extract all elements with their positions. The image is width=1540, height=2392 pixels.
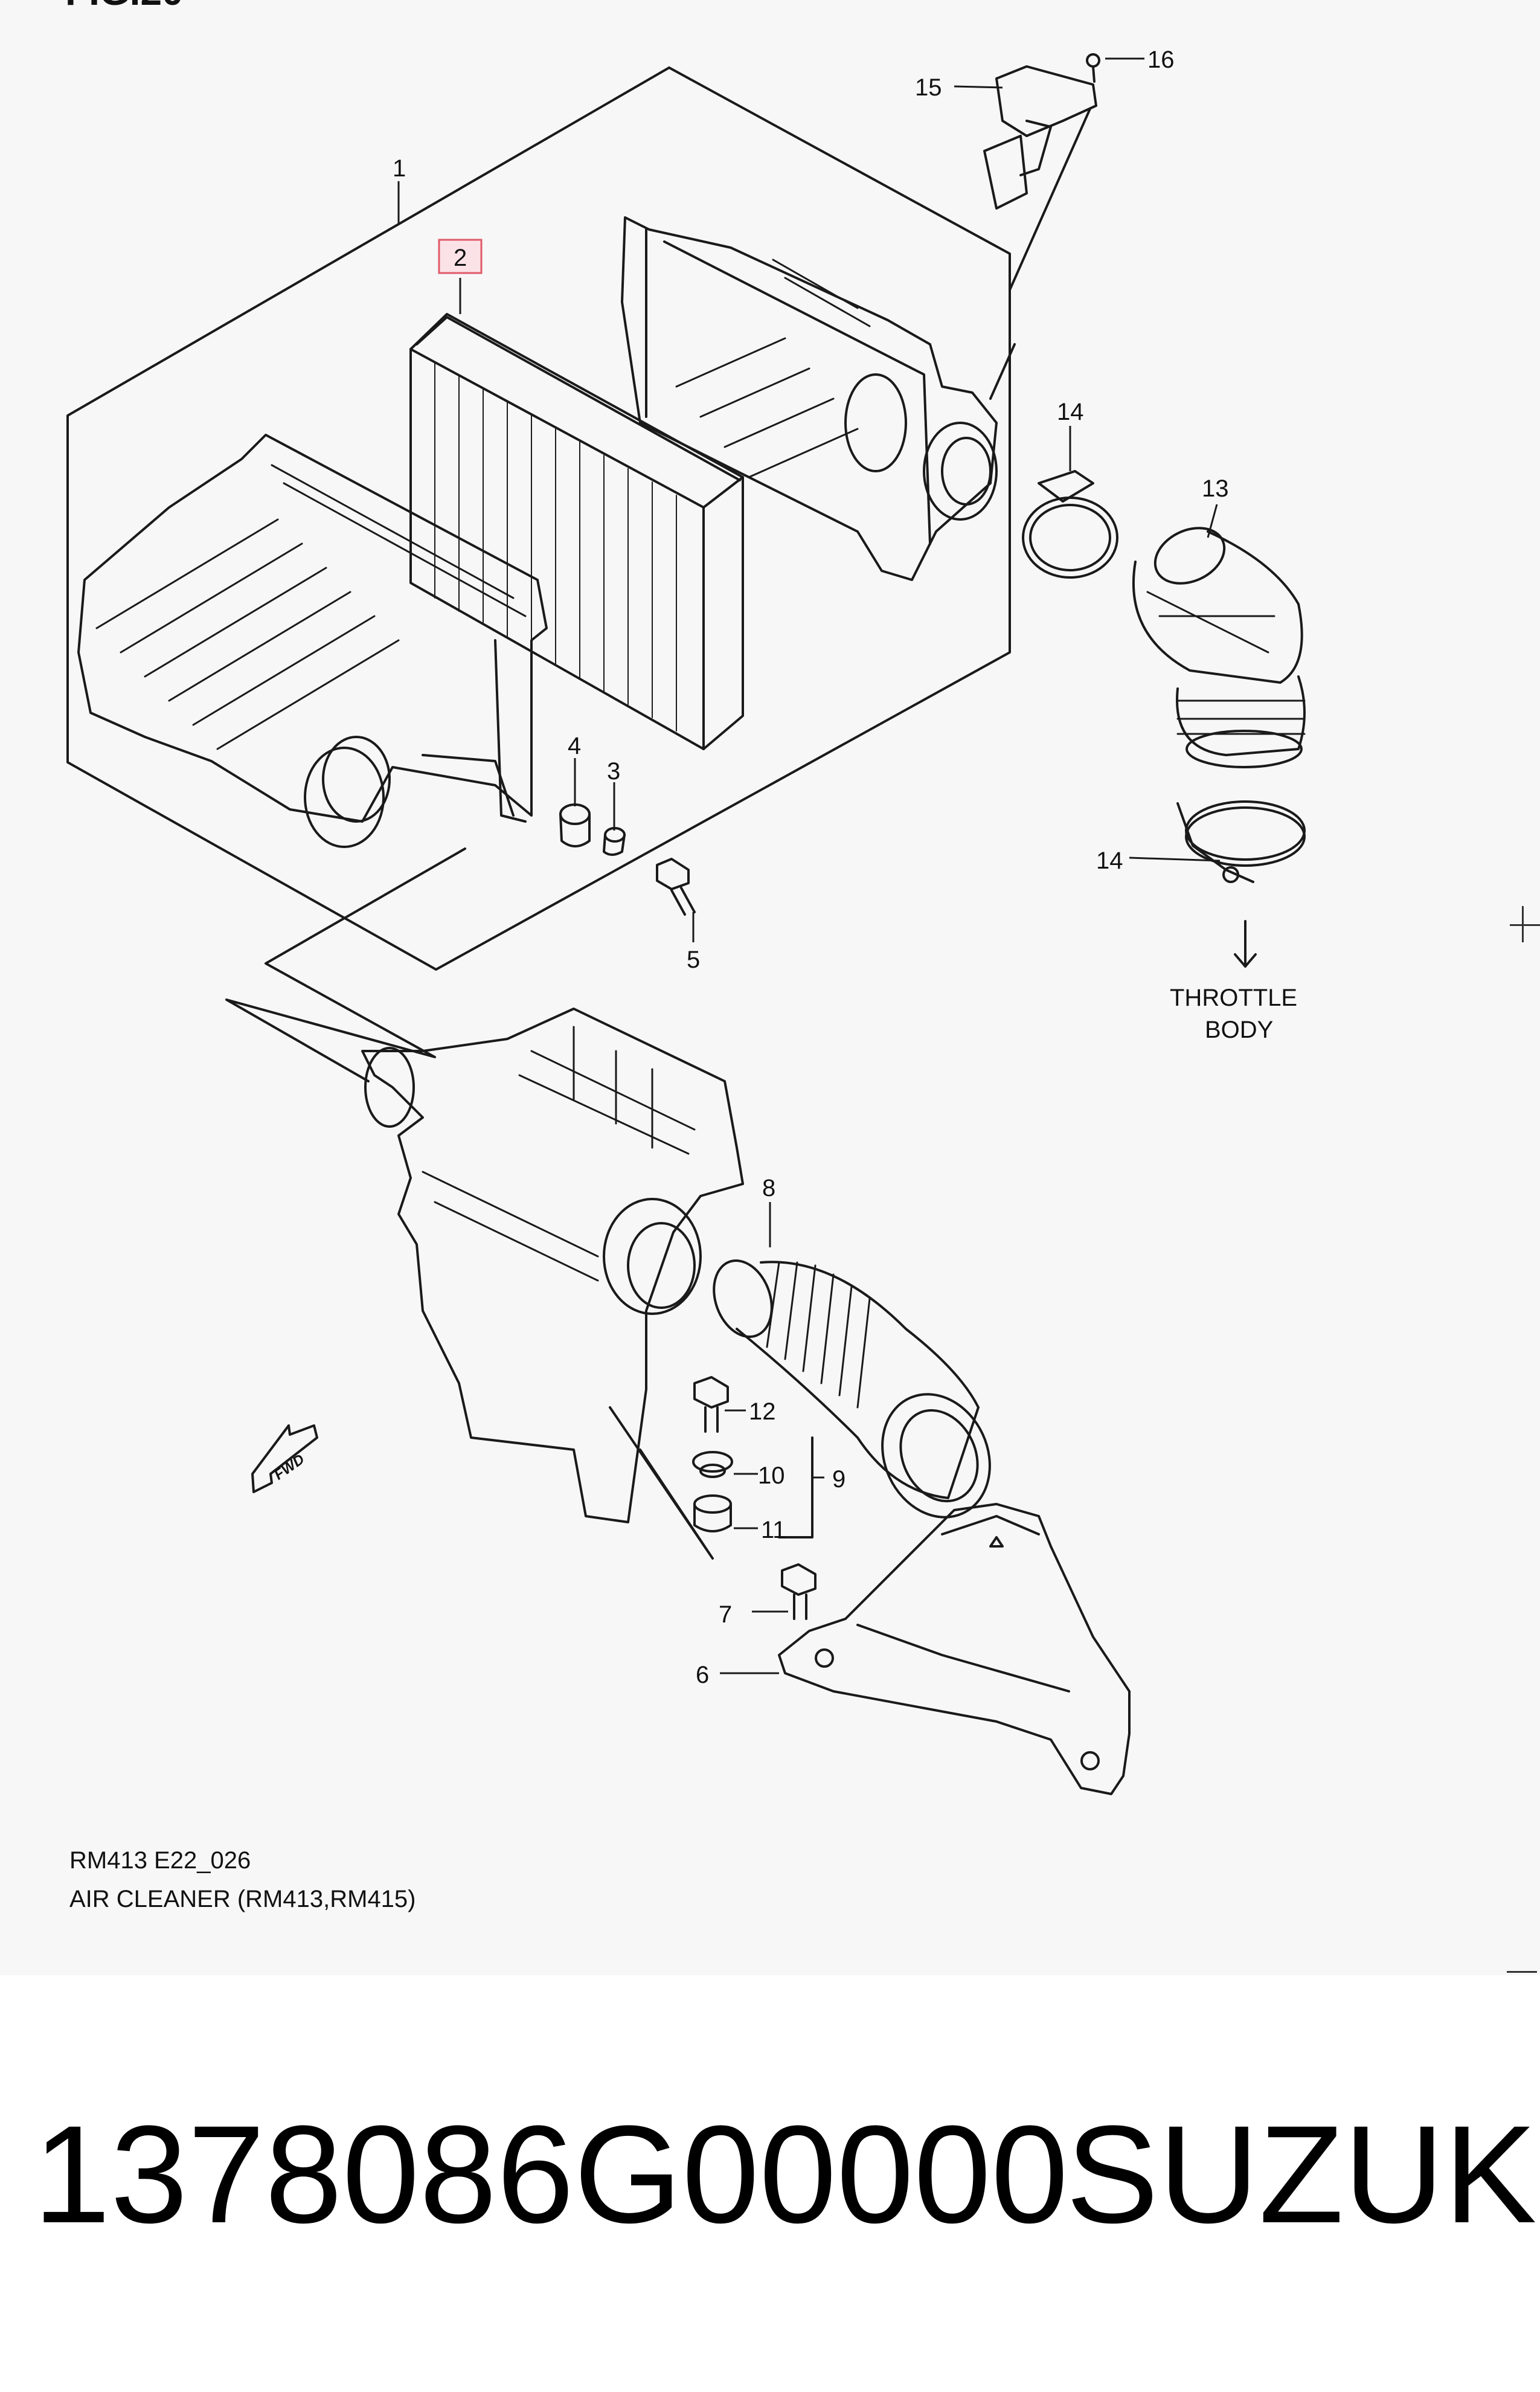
intake-hose-drawing [713, 1259, 991, 1519]
part-number: 1378086G00000 [33, 2097, 1068, 2252]
air-cleaner-case-drawing [77, 434, 548, 848]
callout-12: 12 [749, 1398, 776, 1425]
callout-4: 4 [568, 733, 581, 759]
callout-13: 13 [1202, 475, 1229, 502]
clamp-upper-drawing [1022, 470, 1118, 579]
bolt-7-drawing [781, 1563, 817, 1620]
callout-10: 10 [758, 1462, 785, 1489]
arrow-to-throttle-body [1234, 920, 1257, 968]
callout-16: 16 [1147, 47, 1175, 73]
maf-sensor-drawing [983, 65, 1097, 210]
edge-tick-right-upper [1510, 924, 1540, 926]
edge-tick-right-lower [1507, 1971, 1537, 1973]
collar-drawing [603, 827, 626, 856]
brand-name: SUZUKI [1066, 2097, 1540, 2252]
grommet-drawing [559, 803, 591, 847]
assembly-frame [66, 66, 1011, 971]
diagram-title-caption: AIR CLEANER (RM413,RM415) [69, 1886, 416, 1912]
bolt-5-drawing [656, 858, 696, 916]
filter-element-drawing [409, 313, 744, 750]
edge-tick-right-upper-v [1522, 906, 1524, 942]
resonator-drawing [361, 1008, 744, 1523]
diagram-code-caption: RM413 E22_026 [69, 1847, 251, 1874]
callout-14-lower: 14 [1096, 847, 1123, 874]
callout-14-upper: 14 [1057, 399, 1084, 425]
callout-15: 15 [915, 74, 942, 101]
grommet-10-drawing [692, 1451, 733, 1478]
fwd-label: FWD [271, 1451, 307, 1483]
product-footer: 1378086G00000 SUZUKI [0, 2084, 1540, 2265]
callout-3: 3 [607, 758, 620, 785]
throttle-label: THROTTLE [1170, 985, 1297, 1011]
callout-7: 7 [719, 1601, 732, 1628]
callout-11: 11 [761, 1517, 786, 1543]
clamp-lower-drawing [1176, 800, 1306, 883]
fwd-arrow-icon [251, 1424, 318, 1493]
callout-9: 9 [832, 1466, 845, 1493]
grommet-11-drawing [693, 1494, 732, 1532]
exploded-parts-diagram: FIG.20 [65, 0, 1306, 1795]
screw-16-drawing [1086, 53, 1100, 83]
figure-header: FIG.20 [65, 0, 184, 13]
callout-8: 8 [762, 1175, 775, 1201]
outlet-hose-drawing [1132, 527, 1306, 768]
callout-5: 5 [687, 947, 700, 973]
bolt-12-drawing [693, 1376, 729, 1433]
diagram-panel: FIG.20 [65, 0, 1306, 1912]
callout-1: 1 [393, 155, 406, 182]
air-cleaner-cover-drawing [621, 216, 1016, 581]
highlight-box-part-2 [438, 239, 483, 274]
body-label: BODY [1205, 1017, 1273, 1043]
callout-6: 6 [696, 1662, 709, 1688]
inlet-duct-drawing [778, 1503, 1131, 1795]
callout-2: 2 [454, 245, 467, 271]
